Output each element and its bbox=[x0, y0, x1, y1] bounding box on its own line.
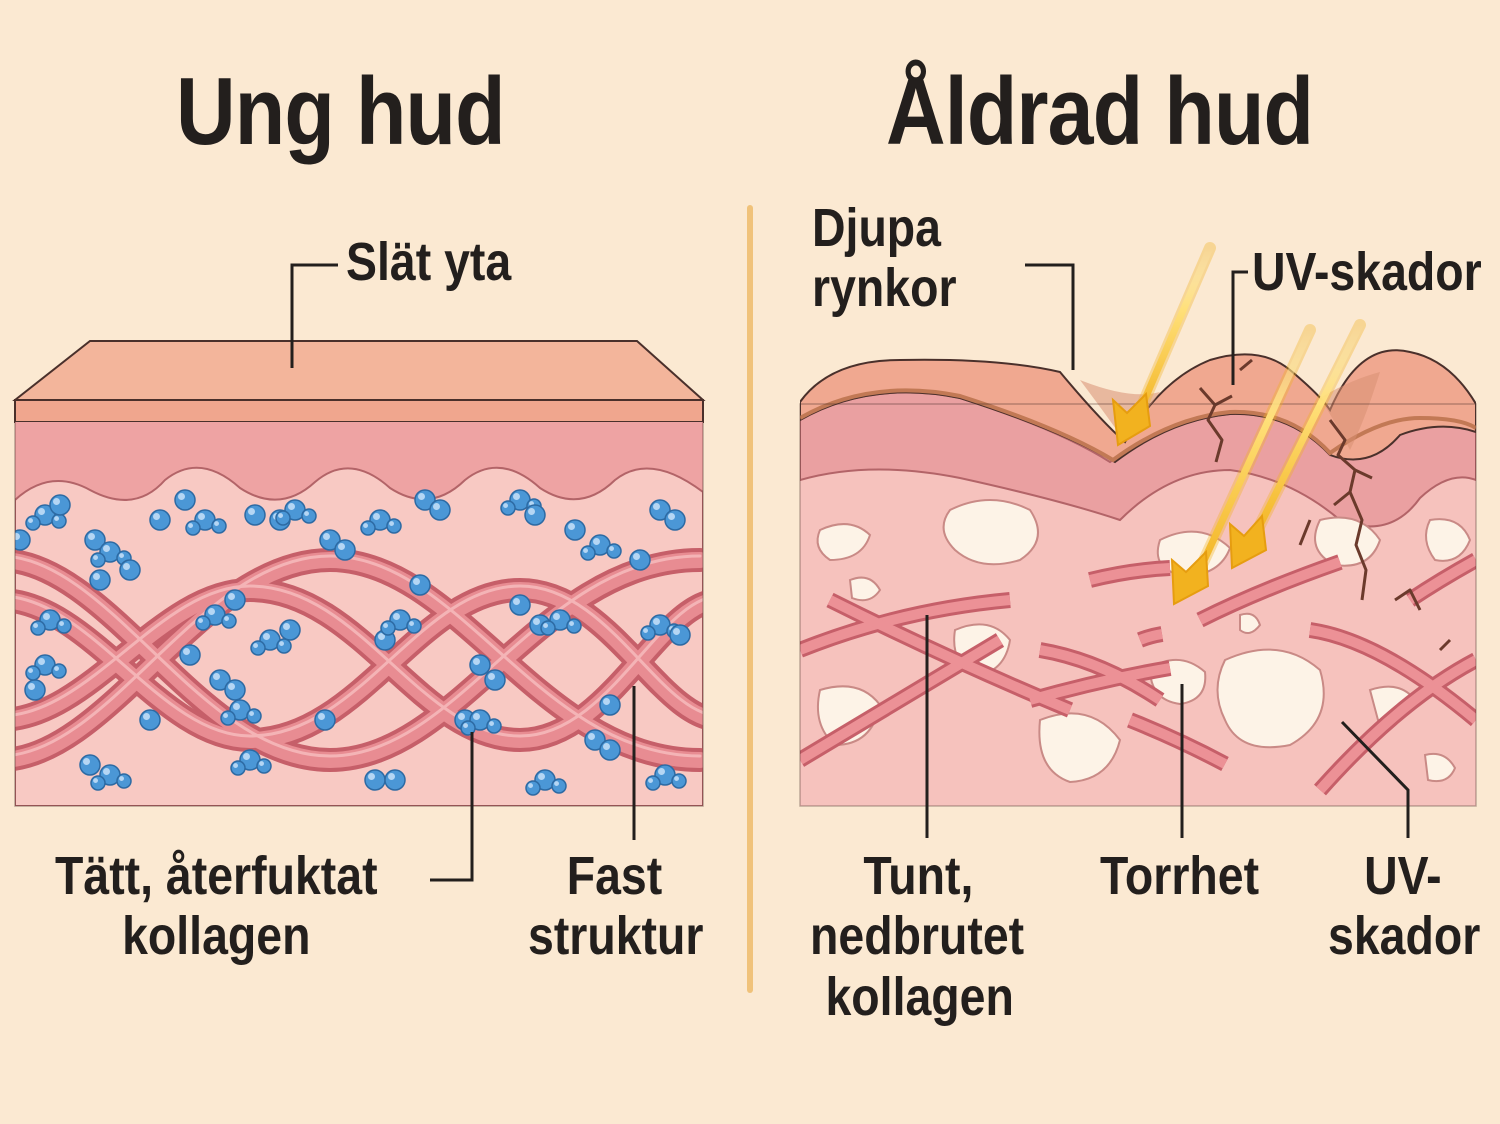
water-molecule-icon bbox=[380, 609, 422, 636]
water-molecule-icon bbox=[540, 609, 582, 636]
uv-damage-cracks bbox=[1198, 358, 1452, 652]
water-molecule-icon bbox=[24, 679, 46, 701]
water-molecule-icon bbox=[224, 589, 246, 611]
water-molecule-icon bbox=[460, 709, 502, 736]
water-molecule-icon bbox=[220, 699, 262, 726]
water-molecule-icon bbox=[645, 764, 687, 791]
uv-ray-arrow-icon bbox=[1111, 242, 1366, 606]
water-molecule-icon bbox=[250, 629, 292, 656]
water-molecule-icon bbox=[664, 509, 686, 531]
label-dense-hydrated-collagen-line1: Tätt, återfuktat bbox=[55, 846, 378, 906]
aged-dermis bbox=[800, 391, 1476, 528]
water-molecule-icon bbox=[334, 539, 356, 561]
label-thin-broken-collagen: Tunt, nedbrutet kollagen bbox=[810, 846, 1024, 1027]
label-dense-hydrated-collagen: Tätt, återfuktat kollagen bbox=[55, 846, 378, 967]
water-molecules bbox=[15, 489, 691, 796]
water-molecule-icon bbox=[429, 499, 451, 521]
aged-broken-collagen bbox=[800, 553, 1476, 796]
water-molecule-icon bbox=[599, 694, 621, 716]
label-firm-structure: Fast struktur bbox=[528, 846, 703, 967]
water-molecule-icon bbox=[319, 529, 341, 551]
water-molecule-icon bbox=[314, 709, 336, 731]
label-dryness: Torrhet bbox=[1100, 846, 1260, 906]
label-thin-broken-collagen-line3: kollagen bbox=[825, 966, 1014, 1027]
water-molecule-icon bbox=[275, 499, 317, 526]
water-molecule-icon bbox=[179, 644, 201, 666]
water-molecule-icon bbox=[409, 574, 431, 596]
label-thin-broken-collagen-line2: nedbrutet bbox=[810, 906, 1025, 967]
water-molecule-icon bbox=[174, 489, 196, 511]
aged-leader-lines bbox=[925, 263, 1410, 838]
water-molecule-icon bbox=[584, 729, 606, 751]
water-molecule-icon bbox=[669, 624, 691, 646]
label-thin-broken-collagen-line1: Tunt, bbox=[863, 846, 974, 906]
label-deep-wrinkles-line1: Djupa bbox=[812, 198, 942, 258]
water-molecule-icon bbox=[79, 754, 101, 776]
water-molecule-icon bbox=[599, 739, 621, 761]
water-molecule-icon bbox=[149, 509, 171, 531]
water-molecule-icon bbox=[90, 764, 132, 791]
label-smooth-surface: Slät yta bbox=[346, 232, 512, 292]
water-molecule-icon bbox=[230, 749, 272, 776]
water-molecule-icon bbox=[209, 669, 231, 691]
water-molecule-icon bbox=[360, 509, 402, 536]
water-molecule-icon bbox=[469, 654, 491, 676]
label-dense-hydrated-collagen-line2: kollagen bbox=[122, 906, 311, 967]
young-skin-title: Ung hud bbox=[176, 58, 506, 165]
water-molecule-icon bbox=[195, 604, 237, 631]
water-molecule-icon bbox=[649, 499, 671, 521]
water-molecule-icon bbox=[414, 489, 436, 511]
water-molecule-icon bbox=[15, 529, 31, 551]
aged-skin-title: Åldrad hud bbox=[886, 58, 1314, 165]
water-molecule-icon bbox=[580, 534, 622, 561]
water-molecule-icon bbox=[484, 669, 506, 691]
young-leader-lines bbox=[290, 263, 636, 882]
water-molecule-icon bbox=[279, 619, 301, 641]
water-molecule-icon bbox=[89, 569, 111, 591]
water-molecule-icon bbox=[384, 769, 406, 791]
label-deep-wrinkles-line2: rynkor bbox=[812, 258, 957, 319]
water-molecule-icon bbox=[564, 519, 586, 541]
water-molecule-icon bbox=[30, 609, 72, 636]
label-uv-damage-bottom-line1: UV- bbox=[1364, 846, 1442, 906]
water-molecule-icon bbox=[25, 504, 67, 531]
young-epidermis bbox=[14, 399, 704, 423]
water-molecule-icon bbox=[224, 679, 246, 701]
label-uv-damage-bottom: UV- skador bbox=[1328, 846, 1480, 967]
water-molecule-icon bbox=[139, 709, 161, 731]
water-molecule-icon bbox=[364, 769, 386, 791]
water-molecule-icon bbox=[525, 769, 567, 796]
label-uv-damage-top: UV-skador bbox=[1252, 242, 1482, 302]
water-molecule-icon bbox=[185, 509, 227, 536]
water-molecule-icon bbox=[509, 594, 531, 616]
water-molecule-icon bbox=[524, 504, 546, 526]
water-molecule-icon bbox=[119, 559, 141, 581]
water-molecule-icon bbox=[629, 549, 651, 571]
water-molecule-icon bbox=[84, 529, 106, 551]
water-molecule-icon bbox=[49, 494, 71, 516]
young-epidermis-top bbox=[12, 340, 706, 401]
label-firm-structure-line2: struktur bbox=[528, 906, 704, 967]
label-uv-damage-bottom-line2: skador bbox=[1328, 906, 1481, 967]
label-deep-wrinkles: Djupa rynkor bbox=[812, 198, 957, 319]
label-firm-structure-line1: Fast bbox=[566, 846, 663, 906]
young-skin-block bbox=[12, 340, 706, 807]
water-molecule-icon bbox=[25, 654, 67, 681]
water-molecule-icon bbox=[244, 504, 266, 526]
young-collagen-fibers bbox=[15, 547, 703, 773]
